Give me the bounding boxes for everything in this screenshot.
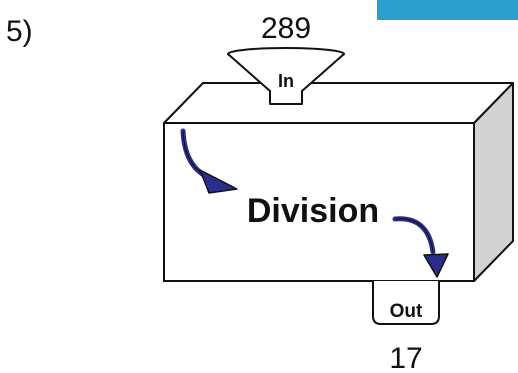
operation-label: Division bbox=[247, 192, 379, 230]
entry-arrow-icon bbox=[180, 128, 238, 194]
corner-tab bbox=[377, 0, 518, 20]
in-label: In bbox=[278, 71, 294, 91]
exit-arrow-icon bbox=[392, 216, 449, 278]
question-number: 5) bbox=[6, 15, 33, 48]
machine-front-face bbox=[163, 122, 475, 282]
machine-top-face bbox=[163, 82, 514, 124]
out-label: Out bbox=[390, 301, 423, 322]
output-chute bbox=[372, 281, 440, 325]
input-value: 289 bbox=[261, 12, 311, 45]
output-value: 17 bbox=[389, 342, 422, 373]
input-funnel bbox=[227, 47, 345, 105]
